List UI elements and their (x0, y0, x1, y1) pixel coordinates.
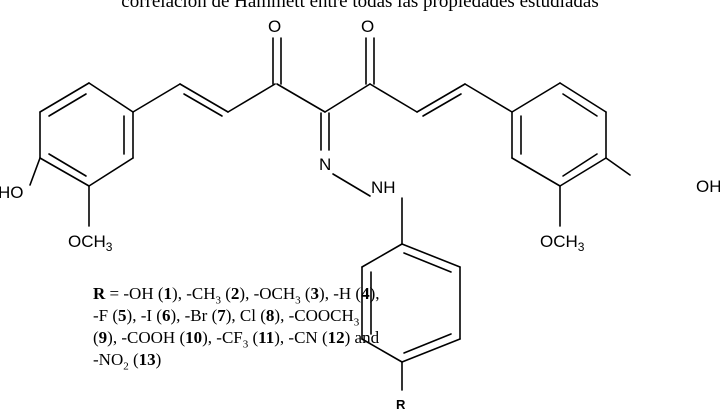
bond-vinyl-double-left (179, 83, 229, 113)
substituent-item: -OCH3 (3) (253, 284, 325, 307)
oxygen-right-label: O (361, 17, 374, 36)
substituent-r-label: R (93, 284, 106, 303)
bond-ring-vinyl-left (132, 83, 181, 113)
methoxy-left-label: OCH3 (68, 232, 113, 254)
substituent-item: -NO2 (13) (93, 350, 162, 373)
substituent-legend: R = -OH (1), -CH3 (2), -OCH3 (3), -H (4)… (93, 284, 380, 373)
bond-vinyl-ring-right (464, 83, 513, 113)
substituent-item: -CF3 (11) (216, 328, 280, 351)
oxygen-left-label: O (268, 17, 281, 36)
substituent-item: -COOH (10) (121, 328, 208, 347)
substituent-item: -OH (1) (123, 284, 178, 303)
substituent-list: -OH (1), -CH3 (2), -OCH3 (3), -H (4), -F… (93, 284, 380, 373)
substituent-item: -CH3 (2) (186, 284, 246, 307)
caption-text: correlación de Hammett entre todas las p… (121, 0, 599, 12)
methoxy-right-label: OCH3 (540, 232, 585, 254)
bond-c-c-center-left (276, 83, 326, 113)
bond-vinyl-carbonyl-left (227, 83, 276, 113)
left-aromatic-ring (39, 82, 134, 187)
nh-label: NH (371, 178, 396, 197)
substituent-item: -F (5) (93, 306, 133, 325)
bond-oh-right (605, 157, 631, 176)
bond-c-c-center-right (324, 83, 371, 113)
substituent-item: Cl (8) (239, 306, 281, 325)
bond-n-n (332, 173, 371, 197)
bond-vinyl-double-right (416, 83, 466, 113)
substituent-item: -COOCH3 (9) (93, 306, 360, 347)
right-aromatic-ring (511, 82, 607, 187)
hydroxyl-left-label: HO (0, 183, 24, 202)
imine-n-label: N (319, 155, 331, 174)
bottom-aryl-ring (361, 243, 461, 363)
substituent-item: -Br (7) (184, 306, 232, 325)
substituent-item: -I (6) (140, 306, 177, 325)
substituent-item: -H (4) (333, 284, 376, 303)
bond-carbonyl-vinyl-right (369, 83, 418, 113)
hydroxyl-right-label: OH (696, 177, 720, 196)
bond-ho-left (29, 157, 41, 186)
r-group-label: R (396, 397, 406, 409)
substituent-item: -CN (12) (288, 328, 351, 347)
